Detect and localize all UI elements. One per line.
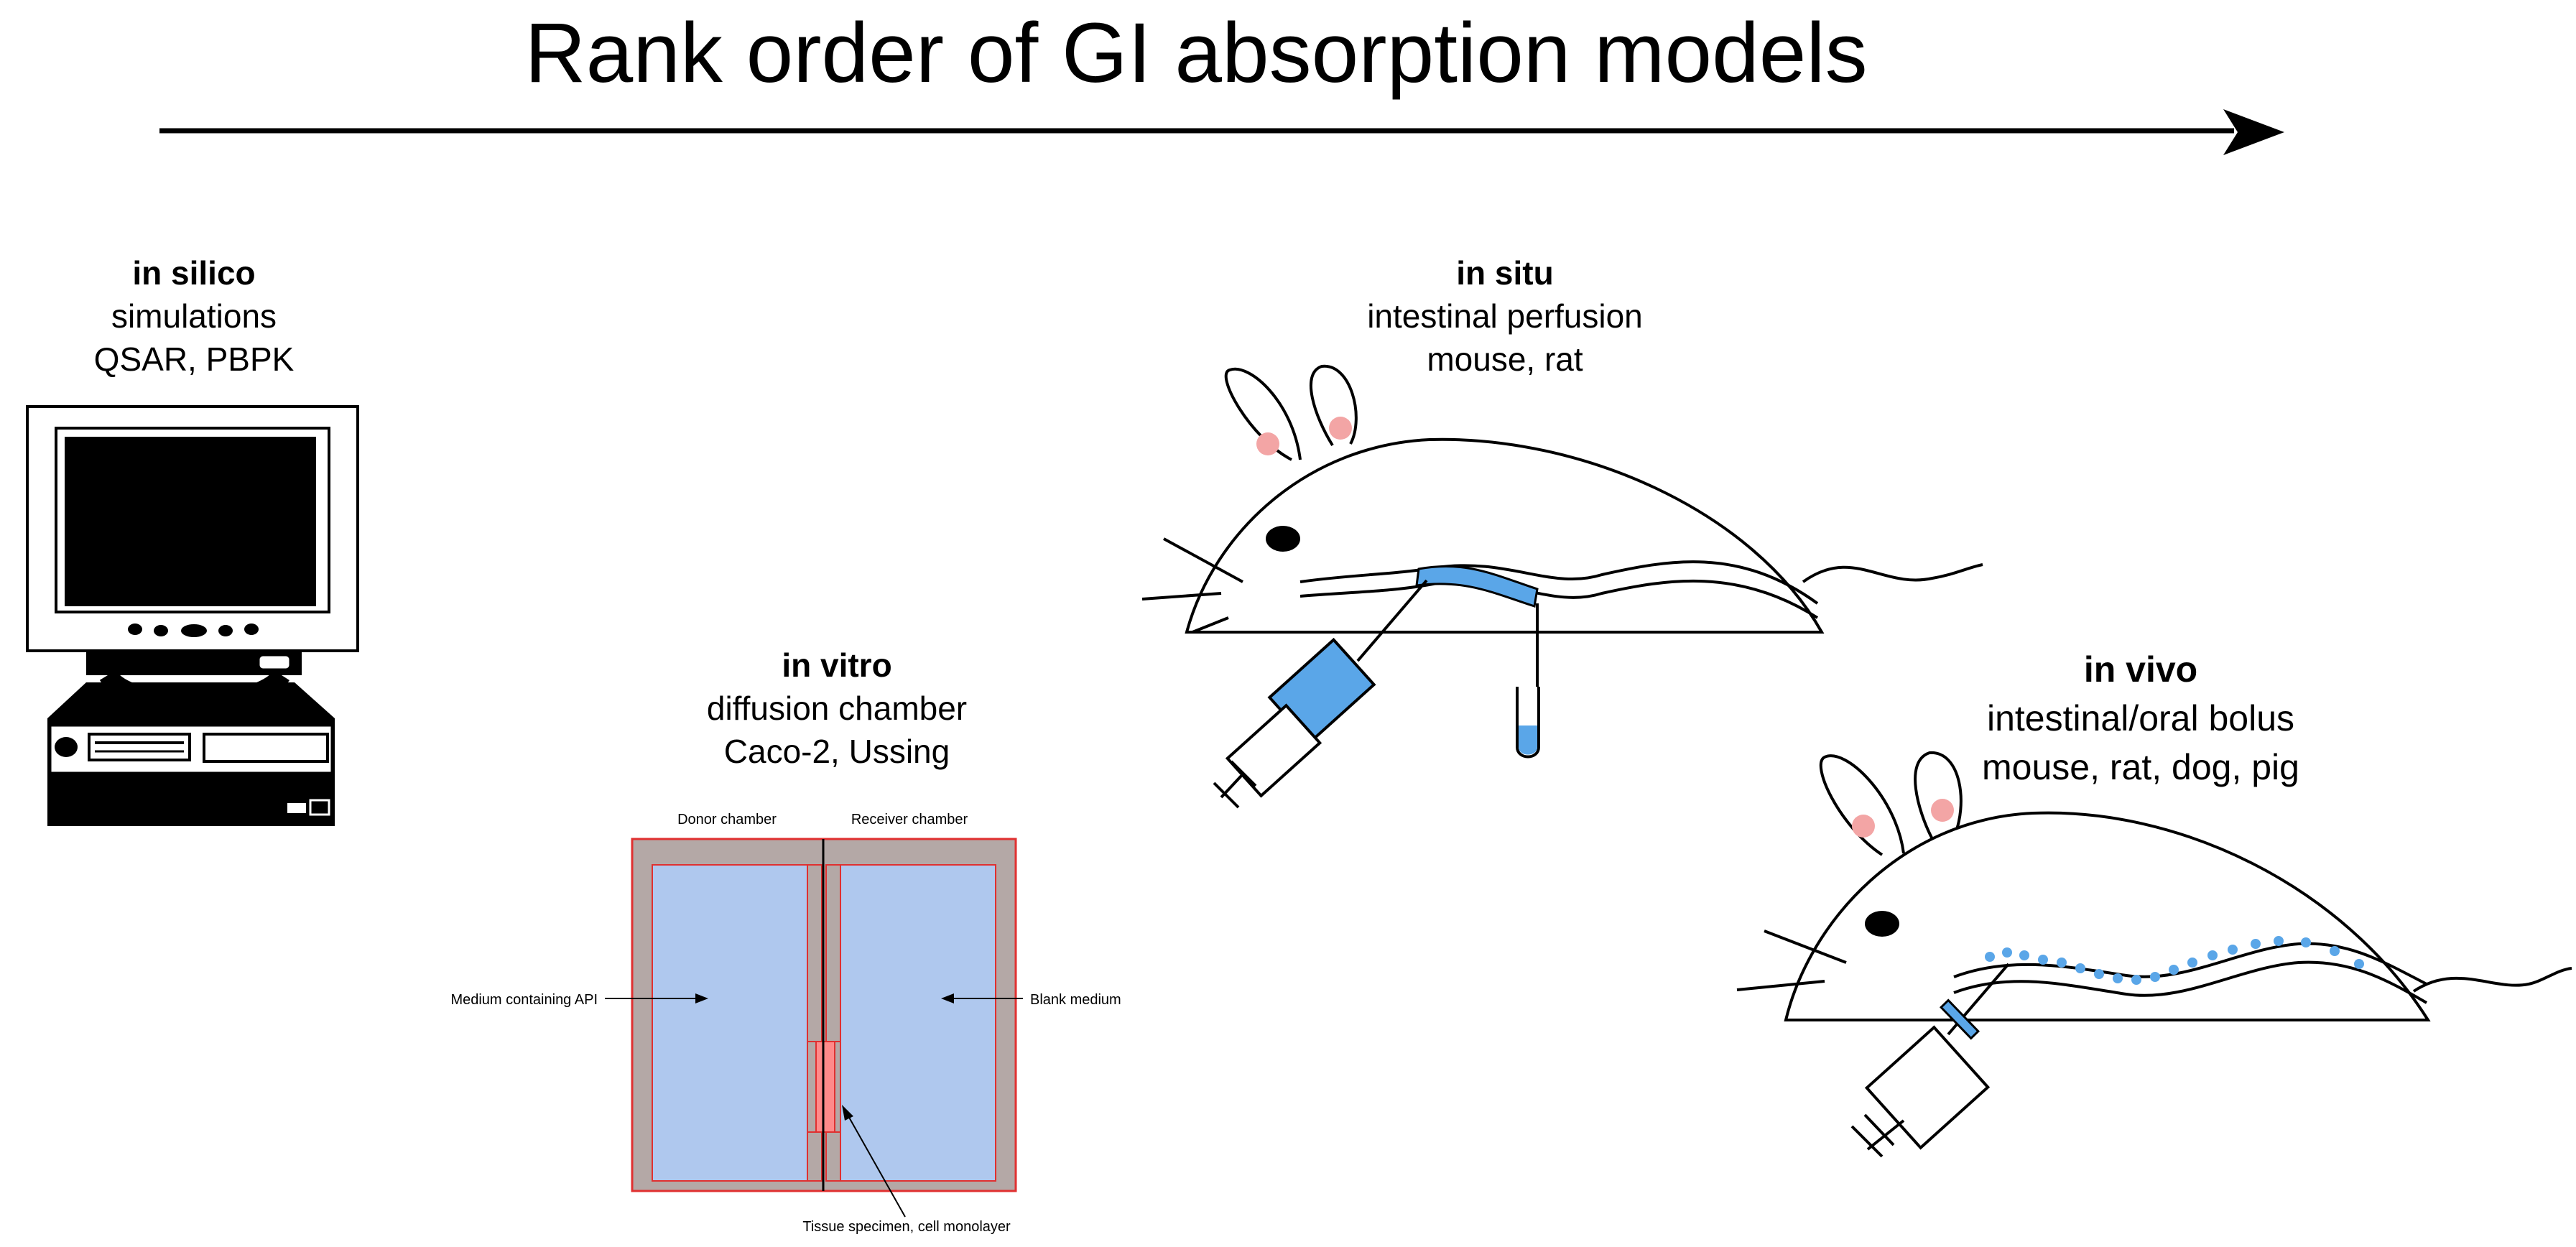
- model-line2: Caco-2, Ussing: [723, 733, 950, 770]
- model-name: in vitro: [782, 646, 892, 684]
- label-medium-api: Medium containing API: [450, 992, 598, 1008]
- ear-dot: [1852, 815, 1875, 838]
- label-in-silico: in silico simulations QSAR, PBPK: [29, 251, 359, 381]
- ear-dot: [1931, 799, 1954, 822]
- model-line1: simulations: [111, 297, 277, 335]
- desktop-computer-icon: [26, 405, 359, 826]
- model-line1: diffusion chamber: [706, 690, 968, 727]
- model-name: in vivo: [2083, 649, 2198, 690]
- label-blank-medium: Blank medium: [1030, 992, 1121, 1008]
- model-line2: mouse, rat, dog, pig: [1982, 747, 2299, 787]
- label-in-vitro: in vitro diffusion chamber Caco-2, Ussin…: [668, 644, 1006, 773]
- label-in-situ: in situ intestinal perfusion mouse, rat: [1322, 251, 1688, 381]
- model-line2: mouse, rat: [1427, 340, 1583, 378]
- syringe-fluid: [1940, 998, 1980, 1040]
- model-line2: QSAR, PBPK: [93, 340, 295, 378]
- mouse-perfusion-icon: [1141, 364, 1983, 809]
- mouse-oral-bolus-icon: [1736, 751, 2572, 1158]
- ear-dot: [1256, 432, 1279, 455]
- eye: [1266, 526, 1300, 552]
- label-in-vivo: in vivo intestinal/oral bolus mouse, rat…: [1940, 645, 2342, 792]
- label-tissue-specimen: Tissue specimen, cell monolayer: [802, 1219, 1011, 1235]
- model-line1: intestinal/oral bolus: [1986, 698, 2295, 738]
- diagram-title: Rank order of GI absorption models: [524, 6, 1868, 101]
- model-name: in situ: [1456, 254, 1554, 292]
- ear-dot: [1329, 417, 1352, 440]
- bolus-particles: [1985, 936, 2364, 985]
- model-name: in silico: [132, 254, 256, 292]
- label-donor-chamber: Donor chamber: [677, 812, 777, 828]
- eye: [1865, 911, 1899, 937]
- label-receiver-chamber: Receiver chamber: [851, 812, 968, 828]
- model-line1: intestinal perfusion: [1367, 297, 1643, 335]
- diffusion-chamber-diagram: [605, 838, 1023, 1218]
- rank-arrow: [159, 109, 2284, 155]
